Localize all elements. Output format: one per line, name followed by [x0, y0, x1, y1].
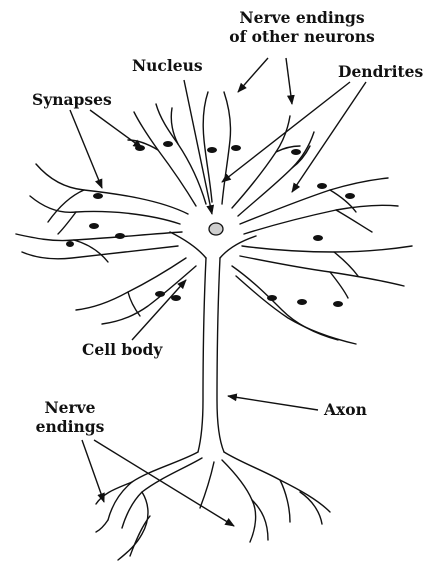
- synapse-mark: [115, 233, 125, 239]
- dendrite-right-mid: [240, 178, 388, 224]
- axon-shaft-right: [217, 258, 224, 452]
- label-nerve-endings-other-line1: Nerve endings: [222, 8, 382, 27]
- synapse-mark: [89, 223, 99, 229]
- arrow-synapses-1: [70, 110, 102, 188]
- label-nucleus: Nucleus: [132, 56, 203, 75]
- arrow-synapses-2: [90, 110, 142, 148]
- arrow-cell-body: [132, 280, 186, 340]
- axon-shaft: [198, 258, 206, 452]
- label-nerve-endings-line1: Nerve: [30, 398, 110, 417]
- synapse-mark: [291, 149, 301, 155]
- label-synapses: Synapses: [32, 90, 112, 109]
- arrow-nerve-endings-other-1: [238, 58, 268, 92]
- synapse-mark: [313, 235, 323, 241]
- cell-body-outline: [170, 232, 256, 258]
- axon-terminal-right: [224, 452, 330, 512]
- label-nerve-endings-line2: endings: [30, 417, 110, 436]
- synapse-mark: [317, 183, 327, 189]
- arrow-nerve-endings-2: [94, 440, 234, 526]
- dendrite-right-lower: [242, 246, 412, 252]
- synapse-mark: [66, 241, 74, 247]
- synapse-mark: [155, 291, 165, 297]
- label-nerve-endings: Nerve endings: [30, 398, 110, 436]
- synapse-mark: [333, 301, 343, 307]
- synapse-mark: [163, 141, 173, 147]
- arrow-nerve-endings-1: [82, 440, 104, 502]
- synapse-mark: [267, 295, 277, 301]
- label-dendrites: Dendrites: [338, 62, 423, 81]
- arrow-axon: [228, 396, 318, 410]
- label-cell-body: Cell body: [82, 340, 162, 359]
- label-nerve-endings-other: Nerve endings of other neurons: [222, 8, 382, 46]
- label-nerve-endings-other-line2: of other neurons: [222, 27, 382, 46]
- arrow-nerve-endings-other-2: [286, 58, 292, 104]
- dendrite-left-upper: [36, 164, 188, 214]
- dendrite-top: [203, 92, 212, 202]
- synapse-mark: [231, 145, 241, 151]
- synapse-mark: [297, 299, 307, 305]
- label-axon: Axon: [324, 400, 367, 419]
- arrow-dendrites-1: [222, 82, 350, 182]
- dendrite-left-mid: [16, 232, 182, 241]
- dendrite-right-top: [232, 116, 290, 208]
- synapse-mark: [207, 147, 217, 153]
- synapse-mark: [93, 193, 103, 199]
- nucleus-shape: [209, 223, 223, 235]
- synapse-mark: [345, 193, 355, 199]
